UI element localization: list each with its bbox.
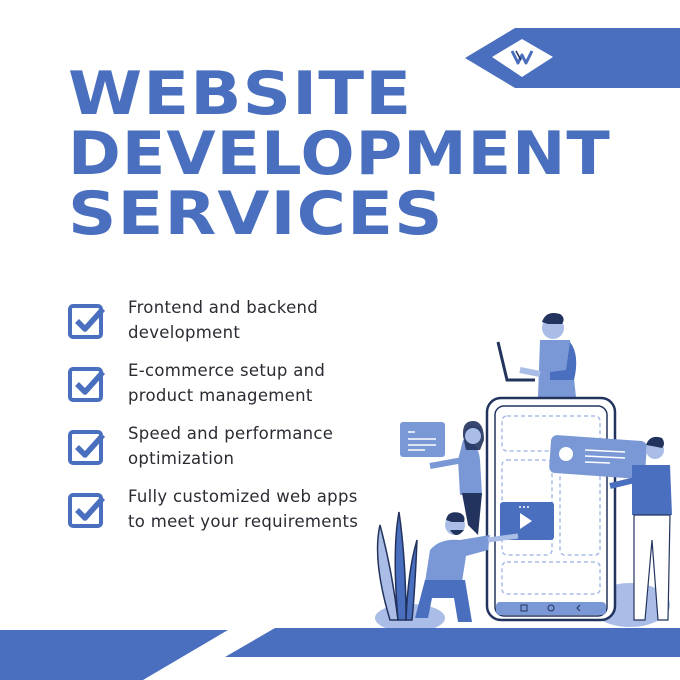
feature-text-line-2: product management xyxy=(128,386,313,405)
person-with-laptop xyxy=(496,313,577,397)
checkbox-checked-icon xyxy=(68,367,106,402)
person-man-kneeling xyxy=(415,512,519,622)
feature-list: Frontend and backend development E-comme… xyxy=(68,295,388,547)
play-icon xyxy=(520,513,532,529)
plant-icon xyxy=(376,511,418,621)
feature-text-line-1: E-commerce setup and xyxy=(128,361,326,380)
circle-icon xyxy=(547,604,555,612)
feature-item: Speed and performance optimization xyxy=(68,421,388,484)
feature-text-line-1: Speed and performance xyxy=(128,424,334,443)
title-line-3: SERVICES xyxy=(68,179,444,249)
bottom-band-left xyxy=(0,630,228,680)
checkbox-checked-icon xyxy=(68,493,106,528)
square-icon xyxy=(520,604,528,612)
illustration xyxy=(375,313,672,632)
title-line-1: WEBSITE xyxy=(68,59,413,129)
feature-text-line-2: development xyxy=(128,323,241,342)
feature-item: Frontend and backend development xyxy=(68,295,388,358)
feature-text-line-1: Frontend and backend xyxy=(128,298,319,317)
checkbox-checked-icon xyxy=(68,430,106,465)
title-line-2: DEVELOPMENT xyxy=(68,119,611,189)
bottom-band-right xyxy=(225,628,680,657)
person-woman xyxy=(400,420,484,535)
feature-item: E-commerce setup and product management xyxy=(68,358,388,421)
logo-icon xyxy=(507,47,537,67)
page-title: WEBSITE DEVELOPMENT SERVICES xyxy=(68,64,610,244)
back-chevron-icon xyxy=(576,604,581,612)
person-man-right xyxy=(549,435,672,621)
feature-item: Fully customized web apps to meet your r… xyxy=(68,484,388,547)
phone-mockup xyxy=(485,396,617,622)
bottom-bands xyxy=(0,628,680,680)
feature-text-line-1: Fully customized web apps xyxy=(128,487,358,506)
checkbox-checked-icon xyxy=(68,304,106,339)
feature-text-line-2: optimization xyxy=(128,449,235,468)
feature-text-line-2: to meet your requirements xyxy=(128,512,359,531)
